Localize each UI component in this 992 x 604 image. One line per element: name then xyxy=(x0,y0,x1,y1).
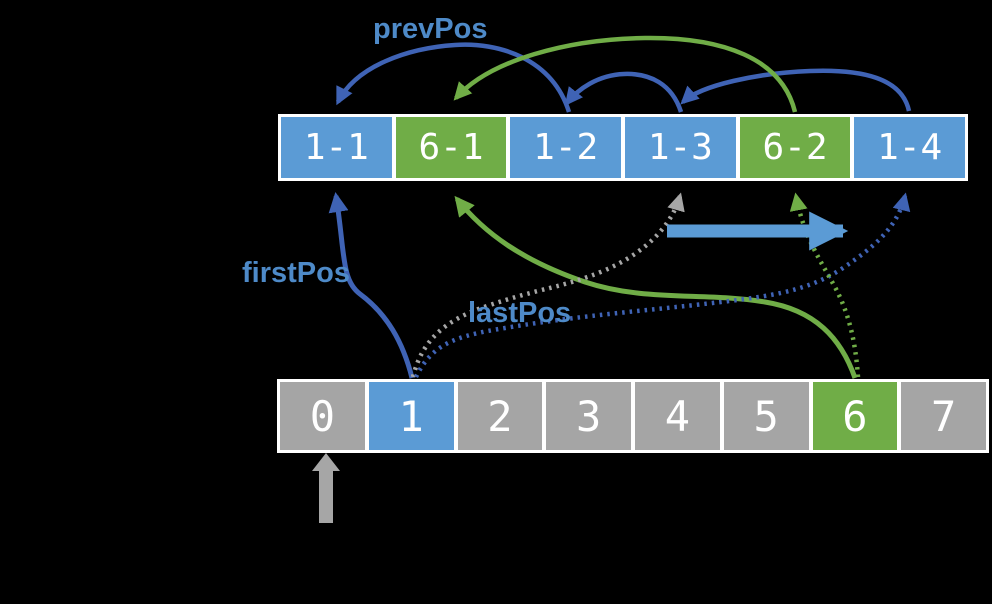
array-cell-5: 5 xyxy=(723,382,809,450)
node-1-2: 1-2 xyxy=(510,117,622,178)
node-6-2: 6-2 xyxy=(739,117,851,178)
lastpos-old-curve-array1-to-1-3 xyxy=(410,192,685,378)
firstpos-curve-array1-to-1-1 xyxy=(328,192,415,379)
node-1-3: 1-3 xyxy=(625,117,736,178)
prev-arc-1-3-to-1-2 xyxy=(564,71,684,113)
array-cell-1: 1 xyxy=(368,382,454,450)
node-1-4: 1-4 xyxy=(854,117,966,178)
array-pointer-up-arrow xyxy=(312,453,340,523)
prev-arc-1-2-to-1-1 xyxy=(335,42,572,113)
lastpos-curve-array1-to-1-4 xyxy=(413,192,911,378)
array-row: 0 1 2 3 4 5 6 7 xyxy=(277,379,989,453)
prevpos-label: prevPos xyxy=(373,13,488,45)
firstpos-curve-array6-to-6-1 xyxy=(454,195,858,379)
array-cell-3: 3 xyxy=(546,382,631,450)
node-6-1: 6-1 xyxy=(395,117,507,178)
lastpos-label: lastPos xyxy=(468,297,572,329)
firstpos-label: firstPos xyxy=(242,257,350,289)
array-cell-0: 0 xyxy=(280,382,365,450)
lastpos-curve-array6-to-6-2 xyxy=(789,192,861,378)
array-cell-4: 4 xyxy=(635,382,720,450)
array-cell-7: 7 xyxy=(901,382,986,450)
node-1-1: 1-1 xyxy=(281,117,392,178)
prev-arc-1-4-to-1-3 xyxy=(680,68,912,112)
array-cell-2: 2 xyxy=(457,382,543,450)
prev-arc-6-2-to-6-1 xyxy=(453,35,798,113)
node-row: 1-1 6-1 1-2 1-3 6-2 1-4 xyxy=(278,114,968,181)
array-cell-6: 6 xyxy=(812,382,898,450)
